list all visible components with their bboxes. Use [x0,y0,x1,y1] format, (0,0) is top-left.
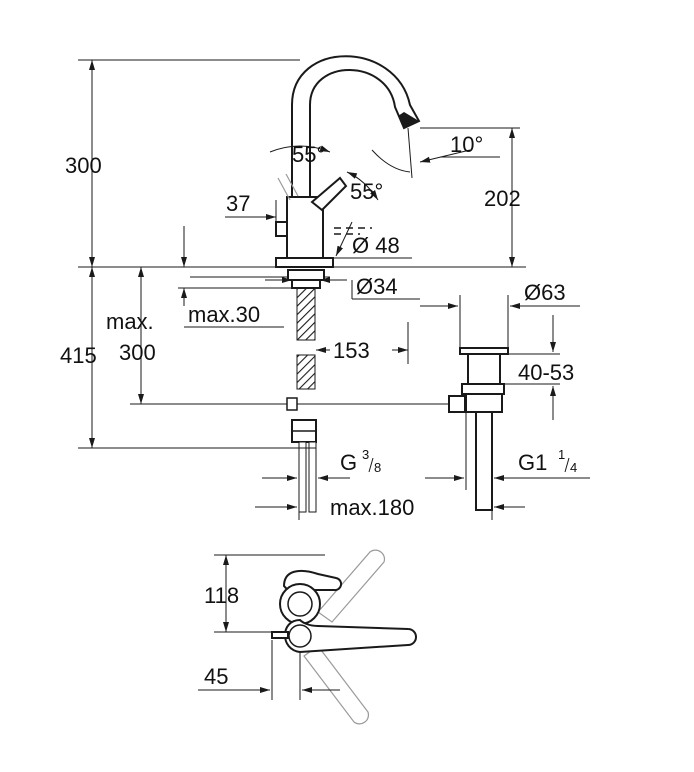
dim-g114-numerator: 1 [558,447,565,462]
dim-153-label: 153 [333,338,370,363]
dim-300-label: 300 [65,153,102,178]
lever [310,176,348,212]
elevation-view: 300 415 max. 300 max.30 37 55° 55° 10° 2… [60,55,590,520]
dim-max180-label: max.180 [330,495,414,520]
dim-55-left-label: 55° [292,142,325,167]
dim-g38-denominator: 8 [374,460,381,475]
waste-body-bottom [465,393,503,413]
dim-g114-label: G1 [518,450,547,475]
dashed-rod [334,227,372,235]
fixing-nut [287,269,325,281]
dim-202-label: 202 [484,186,521,211]
spout-angle-arc [371,149,411,173]
fixing-washer [291,279,321,289]
dim-g38-numerator: 3 [362,447,369,462]
dim-max-label: max. [106,309,154,334]
dim-max300-label: 300 [119,340,156,365]
waste-tail-pipe [475,411,493,511]
dim-max30-label: max.30 [188,302,260,327]
dim-d48-label: Ø 48 [352,233,400,258]
dim-g114-fraction-slash [564,457,570,473]
dim-g114-denominator: 4 [570,460,577,475]
supply-hose-right [308,441,317,513]
dim-g38-fraction-slash [368,457,374,473]
aerator [398,112,419,128]
plan-base-inner [287,591,313,617]
mixer-base [275,257,334,268]
dim-45-label: 45 [204,664,228,689]
pop-up-rod-joint [286,397,298,411]
plan-hidden-handle-upper [317,549,386,623]
spout-angle-line [407,127,413,179]
lever-hidden-position [277,173,299,201]
swivel-arc-left [269,145,331,153]
dim-55-right-label: 55° [350,179,383,204]
dim-d63-label: Ø63 [524,280,566,305]
plan-spout [284,618,417,654]
dim-10deg-label: 10° [450,132,483,157]
waste-lever-housing [448,395,466,413]
plan-popup-rod [271,631,289,639]
dim-4053-label: 40-53 [518,360,574,385]
shank-thread [296,287,316,341]
dim-415-label: 415 [60,343,97,368]
spout-angle-leader [419,149,471,163]
plan-base-outer [279,583,321,625]
waste-ring [461,383,505,395]
waste-body-top [467,353,501,385]
dim-d48-arrow [335,221,353,257]
pop-up-knob [275,221,288,237]
plan-hidden-handle-lower [303,645,370,725]
dim-g114-main: G1 [518,450,547,475]
swivel-arc-right [346,171,379,201]
shank-thread-lower [296,354,316,390]
dim-g38-label: G [340,450,357,475]
dim-g38-main: G [340,450,357,475]
dim-118-label: 118 [204,583,239,608]
dim-d34-label: Ø34 [356,274,398,299]
supply-hose-left [298,441,307,513]
dim-37-label: 37 [226,191,250,216]
plan-view: 118 45 [198,549,417,725]
